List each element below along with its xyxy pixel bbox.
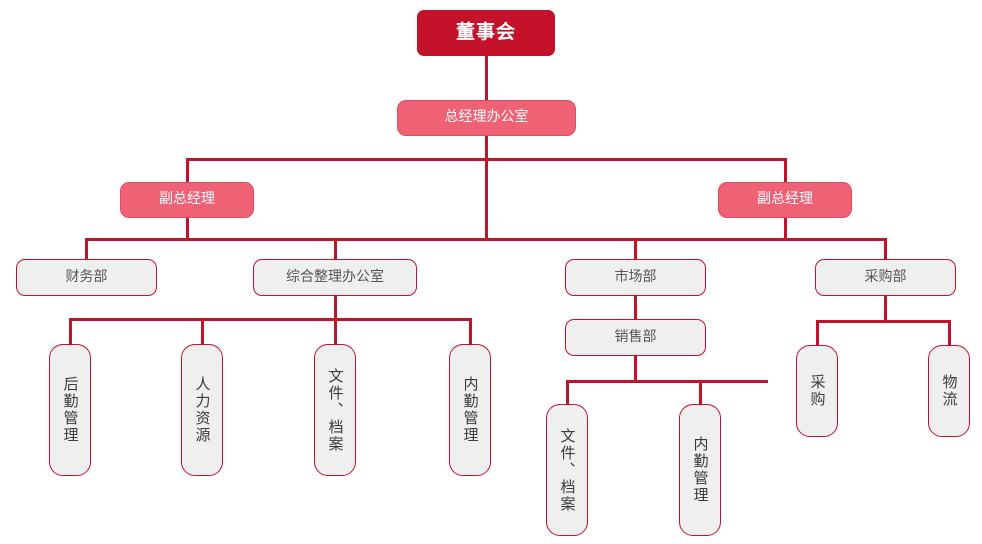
node-documents-archives-sales[interactable]: 文件、档案 <box>546 404 588 536</box>
connector-docs-archives-1-stem <box>334 318 337 344</box>
node-marketing-dept[interactable]: 市场部 <box>565 259 706 296</box>
connector-sales-down <box>634 356 637 382</box>
node-sales-dept[interactable]: 销售部 <box>565 319 706 356</box>
connector-internal-mgmt-2-stem <box>699 380 702 404</box>
node-logistics-management[interactable]: 后勤管理 <box>49 344 91 476</box>
node-human-resources[interactable]: 人力资源 <box>181 344 223 476</box>
node-label: 人力资源 <box>193 376 212 444</box>
connector-docs-archives-2-stem <box>566 380 569 404</box>
connector-procurement-bus <box>816 320 950 323</box>
node-label: 总经理办公室 <box>444 109 529 126</box>
node-label: 副总经理 <box>757 191 813 208</box>
node-label: 后勤管理 <box>61 376 80 444</box>
connector-procurement-leaf-stem <box>816 320 819 345</box>
connector-finance-stem <box>85 238 88 260</box>
node-label: 文件、档案 <box>558 427 577 513</box>
node-label: 市场部 <box>614 268 657 285</box>
connector-general-affairs-stem <box>334 238 337 260</box>
connector-gm-down <box>485 136 488 238</box>
node-deputy-gm-right[interactable]: 副总经理 <box>718 182 852 218</box>
node-label: 董事会 <box>455 21 516 44</box>
connector-hr-stem <box>201 318 204 344</box>
node-label: 销售部 <box>614 328 657 345</box>
connector-sales-bus <box>566 380 768 383</box>
connector-procurement-stem <box>884 238 887 260</box>
connector-deputy-bus <box>186 158 787 161</box>
node-general-affairs-office[interactable]: 综合整理办公室 <box>253 259 417 296</box>
connector-logistics-mgmt-stem <box>69 318 72 344</box>
node-internal-management-office[interactable]: 内勤管理 <box>449 344 491 476</box>
connector-general-affairs-bus <box>69 318 471 321</box>
node-label: 采购 <box>808 374 827 408</box>
connector-board-to-gm <box>485 56 488 100</box>
node-label: 物流 <box>940 374 959 408</box>
connector-logistics-leaf-stem <box>948 320 951 345</box>
node-label: 文件、档案 <box>326 367 345 453</box>
node-label: 副总经理 <box>159 191 215 208</box>
node-procurement[interactable]: 采购 <box>796 345 838 437</box>
node-internal-management-sales[interactable]: 内勤管理 <box>679 404 721 536</box>
node-label: 财务部 <box>65 268 108 285</box>
node-label: 综合整理办公室 <box>286 268 384 285</box>
node-logistics[interactable]: 物流 <box>928 345 970 437</box>
connector-deputy-right-down <box>784 218 787 240</box>
node-deputy-gm-left[interactable]: 副总经理 <box>120 182 254 218</box>
node-label: 采购部 <box>864 268 907 285</box>
node-procurement-dept[interactable]: 采购部 <box>815 259 956 296</box>
connector-marketing-to-sales <box>634 296 637 320</box>
node-gm-office[interactable]: 总经理办公室 <box>397 100 576 136</box>
connector-procurement-down <box>884 296 887 322</box>
connector-deputy-right-stem <box>784 158 787 182</box>
node-documents-archives-office[interactable]: 文件、档案 <box>314 344 356 476</box>
node-label: 内勤管理 <box>461 376 480 444</box>
connector-marketing-stem <box>634 238 637 260</box>
node-board-of-directors[interactable]: 董事会 <box>417 10 555 56</box>
node-label: 内勤管理 <box>691 436 710 504</box>
connector-deputy-left-stem <box>186 158 189 182</box>
connector-internal-mgmt-1-stem <box>469 318 472 344</box>
connector-deputy-left-down <box>186 218 189 240</box>
node-finance-dept[interactable]: 财务部 <box>16 259 157 296</box>
connector-general-affairs-down <box>334 296 337 320</box>
connector-department-bus <box>85 238 886 241</box>
